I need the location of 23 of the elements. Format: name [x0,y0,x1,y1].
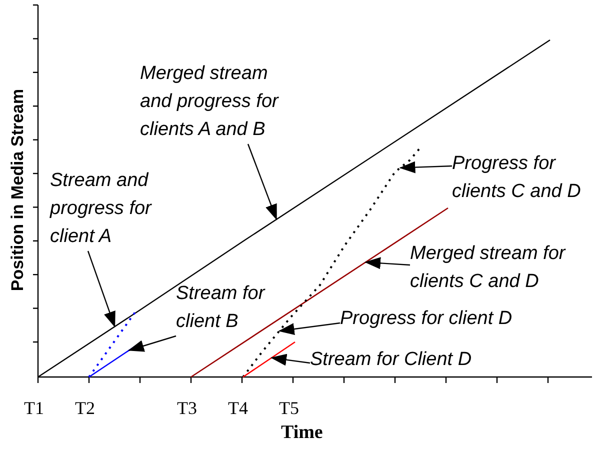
axis-title: Time [281,422,323,444]
tick-label: T4 [228,398,248,419]
annotation-text: Stream for Client D [310,346,472,374]
annotation-text: Stream for client B [176,280,291,336]
leader-arrow [364,257,410,270]
annotation-text: Progress for clients C and D [452,150,592,206]
tick-label: T3 [177,398,197,419]
leader-arrow [270,354,310,366]
stream-line [242,341,296,378]
leader-arrow [128,335,176,352]
annotation-text: Merged stream for clients C and D [410,240,588,296]
leader-arrow [278,322,340,335]
progress-line [88,310,137,378]
annotation-text: Stream and progress for client A [50,167,170,251]
leader-arrow [247,144,278,220]
annotation-text: Progress for client D [340,305,512,333]
annotation-text: Merged stream and progress for clients A and B [140,60,290,144]
axis-title: Position in Media Stream [8,88,28,292]
leader-arrow [399,161,452,174]
tick-label: T5 [279,398,299,419]
tick-label: T1 [24,398,44,419]
leader-arrow [87,250,116,328]
tick-label: T2 [75,398,95,419]
